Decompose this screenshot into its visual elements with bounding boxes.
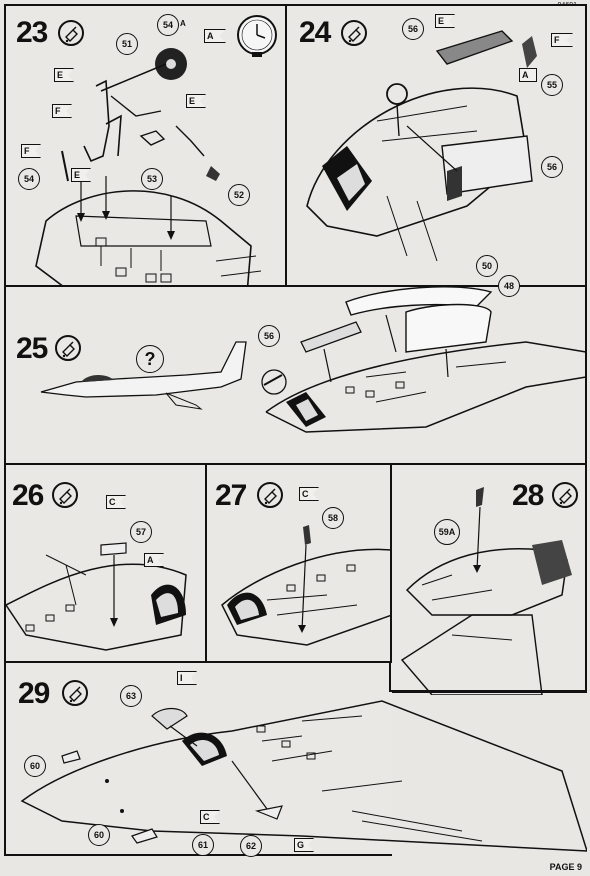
step-29-assembly-drawing (20, 661, 587, 852)
step-number: 24 (299, 16, 331, 49)
step-27-panel: 27 C 58 (205, 463, 393, 663)
step-25-assembly-drawing (40, 287, 587, 433)
step-number: 29 (18, 677, 50, 710)
step-23-assembly-drawing (35, 15, 277, 317)
part-callout: 59A (434, 519, 460, 545)
part-callout: 54 (18, 168, 40, 190)
unknown-part-marker: ? (136, 345, 164, 373)
glue-icon (552, 482, 578, 508)
part-callout: 57 (130, 521, 152, 543)
part-callout: 61 (192, 834, 214, 856)
part-callout: 63 (120, 685, 142, 707)
step-number: 28 (512, 479, 544, 512)
part-callout: 48 (498, 275, 520, 297)
part-callout: 51 (116, 33, 138, 55)
step-23-panel: 23 (4, 4, 287, 319)
glue-icon (62, 680, 88, 706)
part-callout: 56 (402, 18, 424, 40)
step-24-panel: 24 E 56 F A 55 56 (285, 4, 587, 287)
glue-icon (341, 20, 367, 46)
part-callout: 55 (541, 74, 563, 96)
part-callout: 56 (541, 156, 563, 178)
paint-code-flag: E (54, 68, 74, 82)
step-25-panel: 25 ? (4, 255, 587, 465)
step-number: 27 (215, 479, 247, 512)
step-24-assembly-drawing (306, 30, 537, 262)
part-callout: 52 (228, 184, 250, 206)
instruction-page: 04691 23 (2, 2, 587, 857)
part-callout: 56 (258, 325, 280, 347)
part-callout: 60 (24, 755, 46, 777)
step-number: 23 (16, 16, 48, 49)
step-28-panel: 28 59A (390, 463, 587, 695)
glue-icon (58, 20, 84, 46)
part-callout: 54 (157, 14, 179, 36)
glue-icon (257, 482, 283, 508)
page-number: PAGE 9 (549, 862, 582, 872)
step-26-assembly-drawing (6, 542, 187, 651)
glue-icon (52, 482, 78, 508)
step-number: 25 (16, 332, 48, 365)
part-suffix: A (180, 19, 186, 28)
paint-code-flag: A (519, 68, 537, 82)
part-callout: 60 (88, 824, 110, 846)
part-callout: 62 (240, 835, 262, 857)
glue-icon (55, 335, 81, 361)
part-callout: 53 (141, 168, 163, 190)
step-number: 26 (12, 479, 44, 512)
part-callout: 58 (322, 507, 344, 529)
step-28-assembly-drawing (400, 487, 572, 695)
step-26-panel: 26 C 57 A (4, 463, 207, 663)
part-callout: 50 (476, 255, 498, 277)
